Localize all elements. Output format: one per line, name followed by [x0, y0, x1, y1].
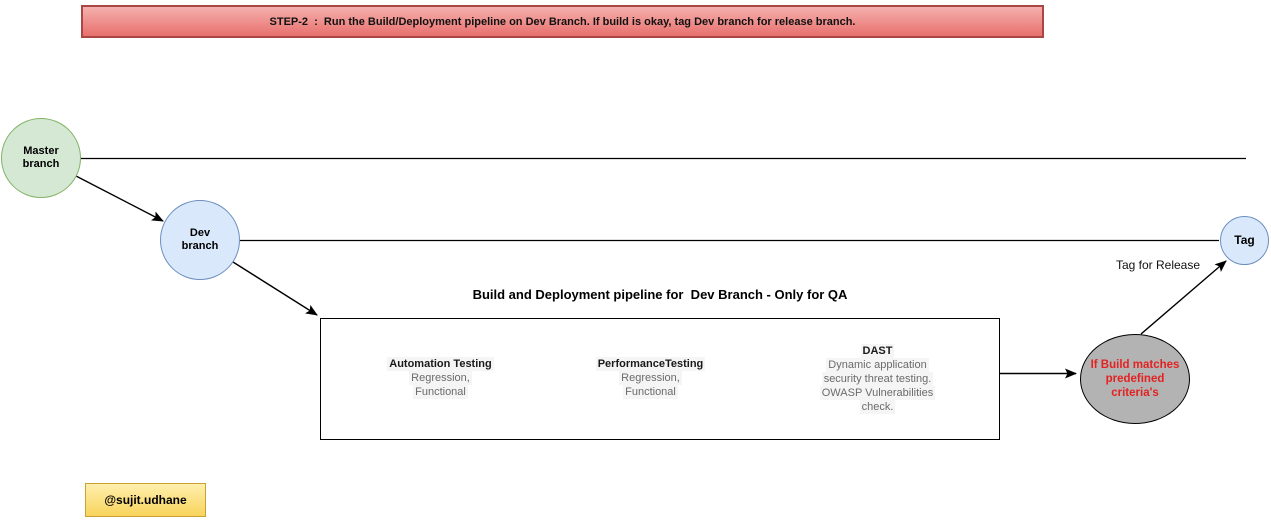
step-automation-testing-line: Functional	[413, 385, 468, 399]
step-dast-line: check.	[859, 400, 896, 414]
step-performance-testing-title: PerformanceTesting	[595, 357, 706, 371]
author-badge-text: @sujit.udhane	[104, 493, 187, 507]
step-performance-testing-line: Regression,	[619, 371, 682, 385]
step-dast-line: security threat testing.	[821, 372, 934, 386]
connector-dev-to-pipeline	[232, 261, 318, 316]
step-dast-line: Dynamic application	[826, 358, 929, 372]
node-tag: Tag	[1220, 216, 1269, 265]
node-master-branch: Master branch	[1, 118, 81, 198]
tag-for-release-label: Tag for Release	[1115, 258, 1201, 272]
decision-label-line: If Build matches	[1090, 359, 1180, 371]
connector-master-to-dev	[75, 175, 164, 222]
connector-decision-to-tag	[1140, 260, 1227, 335]
decision-label-line: predefined	[1105, 373, 1165, 385]
step-dast-title: DAST	[860, 344, 895, 358]
step-dast-line: OWASP Vulnerabilities	[819, 386, 936, 400]
step-automation-testing: Automation Testing Regression, Functiona…	[368, 357, 513, 399]
step-banner-text: STEP-2 : Run the Build/Deployment pipeli…	[269, 15, 856, 28]
step-automation-testing-line: Regression,	[409, 371, 472, 385]
step-dast: DAST Dynamic application security threat…	[795, 344, 960, 414]
step-banner: STEP-2 : Run the Build/Deployment pipeli…	[81, 5, 1044, 38]
step-performance-testing: PerformanceTesting Regression, Functiona…	[578, 357, 723, 399]
decision-label-line: criteria's	[1111, 387, 1159, 399]
step-automation-testing-title: Automation Testing	[387, 357, 494, 371]
step-performance-testing-line: Functional	[623, 385, 678, 399]
pipeline-title: Build and Deployment pipeline for Dev Br…	[472, 287, 848, 302]
node-master-branch-label: Master branch	[22, 145, 60, 170]
node-dev-branch-label: Dev branch	[181, 227, 219, 252]
node-build-criteria-decision: If Build matches predefined criteria's	[1080, 334, 1190, 424]
node-dev-branch: Dev branch	[160, 200, 240, 280]
node-tag-label: Tag	[1234, 233, 1255, 247]
author-badge: @sujit.udhane	[85, 483, 206, 517]
